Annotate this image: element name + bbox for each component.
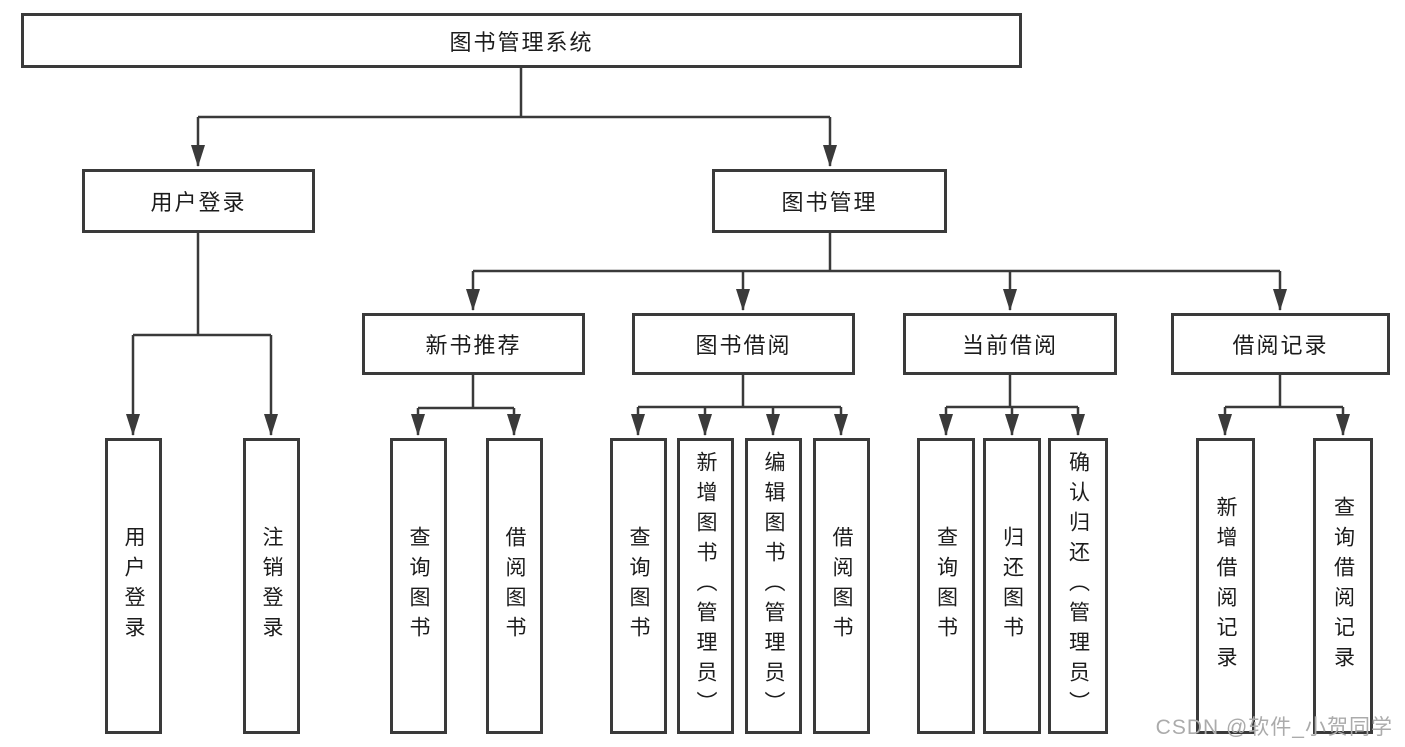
leaf-confirm-return-admin: 确认归还（管理员）	[1048, 438, 1108, 734]
leaf-edit-books-admin: 编辑图书（管理员）	[745, 438, 802, 734]
leaf-add-books-admin: 新增图书（管理员）	[677, 438, 734, 734]
node-root: 图书管理系统	[21, 13, 1022, 68]
watermark-text: CSDN @软件_小贺同学	[1155, 716, 1393, 739]
node-book-management: 图书管理	[712, 169, 947, 233]
leaf-user-login: 用户登录	[105, 438, 162, 734]
leaf-query-books: 查询图书	[917, 438, 975, 734]
leaf-query-borrow-record: 查询借阅记录	[1313, 438, 1373, 734]
node-new-book-recommend: 新书推荐	[362, 313, 585, 375]
leaf-return-books: 归还图书	[983, 438, 1041, 734]
leaf-borrow-books: 借阅图书	[813, 438, 870, 734]
node-user-login: 用户登录	[82, 169, 315, 233]
node-book-borrowing: 图书借阅	[632, 313, 855, 375]
leaf-query-books: 查询图书	[610, 438, 667, 734]
node-current-borrowing: 当前借阅	[903, 313, 1117, 375]
leaf-query-books: 查询图书	[390, 438, 447, 734]
node-borrowing-records: 借阅记录	[1171, 313, 1390, 375]
leaf-logout: 注销登录	[243, 438, 300, 734]
leaf-borrow-books: 借阅图书	[486, 438, 543, 734]
leaf-add-borrow-record: 新增借阅记录	[1196, 438, 1255, 734]
